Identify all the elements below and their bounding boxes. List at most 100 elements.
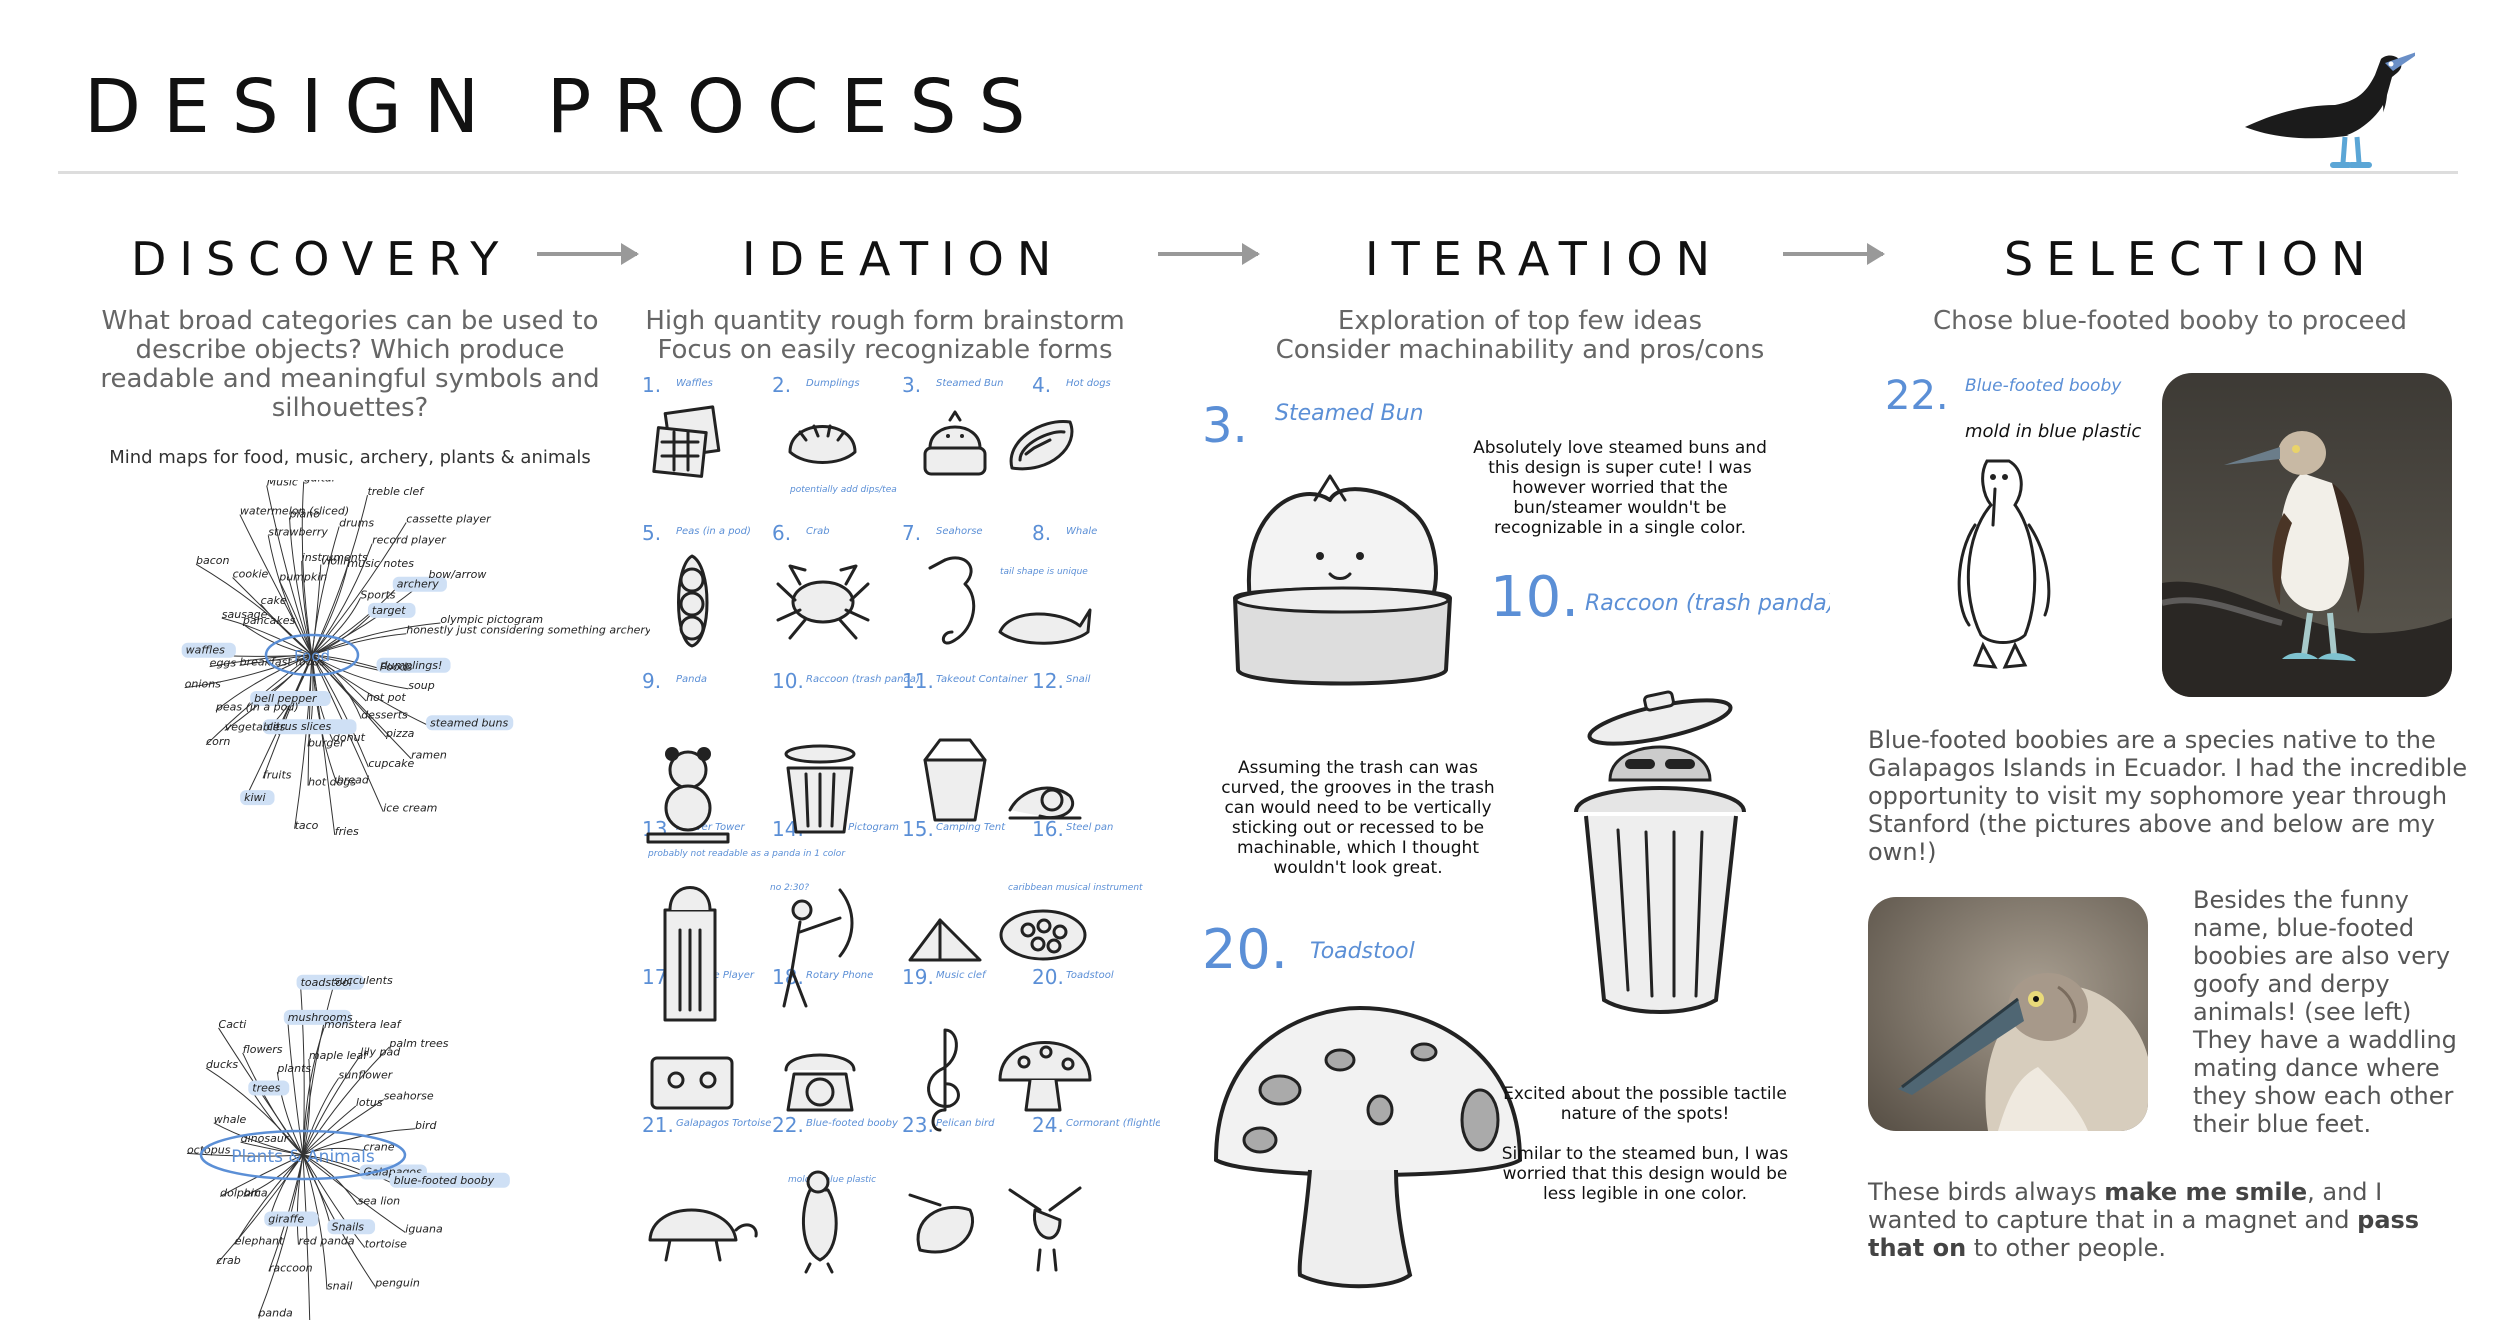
steamed-bun-large-sketch	[1232, 474, 1453, 686]
mind-map-highlight	[248, 1080, 290, 1096]
ideation-item-label: Toadstool	[1066, 970, 1114, 981]
discovery-subtitle-line: readable and meaningful symbols and	[100, 364, 600, 394]
mind-map-connector	[311, 654, 369, 768]
dumpling-sketch	[788, 424, 857, 464]
mind-map-word: ice cream	[383, 802, 437, 815]
ideation-item-number: 20.	[1032, 965, 1064, 989]
discovery-subtitle-line: describe objects? Which produce	[135, 335, 565, 365]
mind-map-word: cake	[261, 594, 287, 607]
mind-map-connector	[302, 1154, 311, 1320]
mind-map-connector	[184, 654, 313, 689]
mind-map-highlight	[283, 1009, 352, 1025]
mind-map-word: record player	[372, 534, 447, 547]
mind-map-word: mushrooms	[288, 1011, 353, 1024]
tortoise-sketch	[648, 1208, 758, 1262]
iteration-label-10: Raccoon (trash panda)	[1585, 591, 1830, 616]
mind-map-connector	[311, 654, 380, 672]
mind-map-connector	[302, 1077, 339, 1156]
mind-map-word: corn	[206, 735, 230, 748]
mind-map-highlight	[181, 642, 236, 658]
mind-map-word: music notes	[347, 557, 414, 570]
mind-map-highlight	[327, 1219, 376, 1235]
mind-map-word: citrus slices	[267, 720, 332, 733]
mind-map-word: giraffe	[268, 1212, 304, 1225]
mind-map-word: taco	[295, 819, 319, 832]
mind-map-connector	[302, 1154, 406, 1233]
mind-map-word: guitar	[304, 480, 338, 485]
iteration-number-20: 20.	[1202, 918, 1288, 981]
mind-map-word: penguin	[374, 1277, 420, 1290]
booby-photo-closeup	[1868, 897, 2148, 1131]
ideation-item-number: 12.	[1032, 669, 1064, 693]
arrow-3	[1783, 243, 1885, 265]
toadstool-large-sketch	[1213, 1005, 1523, 1289]
mind-map-word: pumpkin	[278, 570, 327, 583]
peas-sketch	[677, 554, 709, 648]
discovery-caption: Mind maps for food, music, archery, plan…	[109, 447, 591, 468]
paragraph3-text: These birds always	[1868, 1178, 2105, 1206]
discovery-subtitle-line: What broad categories can be used to	[101, 306, 599, 336]
mind-map-connector	[302, 1046, 390, 1156]
discovery-subtitle: What broad categories can be used to des…	[60, 307, 640, 423]
ideation-item-number: 15.	[902, 817, 934, 841]
mind-map-word: bird	[415, 1119, 438, 1132]
mind-map-connector	[302, 1027, 325, 1156]
mind-map-word: hot dogs	[308, 776, 356, 789]
mind-map-word: instruments	[302, 551, 368, 564]
mind-map-connector	[257, 1154, 304, 1317]
paragraph3-emphasis: make me smile	[2104, 1178, 2308, 1206]
cassette-sketch	[650, 1056, 734, 1110]
ideation-item-number: 22.	[772, 1113, 804, 1137]
selection-paragraph-2: Besides the funny name, blue-footed boob…	[2193, 886, 2457, 1138]
mind-map-word: bread	[337, 773, 370, 786]
mind-map-connector	[311, 654, 412, 760]
iteration-note-steamed-bun: Absolutely love steamed buns and this de…	[1473, 438, 1767, 538]
ideation-item-number: 9.	[642, 669, 661, 693]
mind-map-connector	[311, 543, 373, 656]
ideation-item-label: Steel pan	[1066, 822, 1113, 833]
mind-map-word: sausage	[222, 608, 268, 621]
mind-map-highlight	[367, 602, 416, 618]
mind-map-highlight	[389, 1172, 510, 1188]
mind-map-word: pizza	[385, 727, 415, 740]
heading-iteration: ITERATION	[1365, 232, 1724, 286]
mind-map-word: flowers	[243, 1043, 283, 1056]
mind-map-word: dumplings!	[381, 659, 443, 672]
mind-map-connector	[311, 526, 340, 656]
arrow-1	[537, 243, 639, 265]
takeout-sketch	[923, 738, 987, 822]
ideation-note: no 2:30?	[770, 883, 809, 893]
mind-map-word: bacon	[196, 554, 230, 567]
map2-center-label: Plants & Animals	[231, 1147, 375, 1167]
iteration-label-3: Steamed Bun	[1275, 401, 1424, 426]
mind-map-connector	[287, 1020, 304, 1156]
cormorant-sketch	[1008, 1186, 1082, 1272]
page-title: DESIGN PROCESS	[84, 64, 1048, 150]
ideation-item-label: Rotary Phone	[806, 970, 873, 981]
mind-map-connector	[302, 1128, 416, 1156]
archery-sketch	[782, 888, 854, 1008]
ideation-item-label: Galapagos Tortoise	[676, 1118, 771, 1129]
ideation-note: potentially add dips/tea	[789, 485, 897, 495]
ideation-item-number: 23.	[902, 1113, 934, 1137]
mind-map-word: drums	[339, 516, 374, 529]
hot-dog-sketch	[1009, 420, 1074, 471]
mind-map-connector	[311, 654, 409, 690]
iteration-note-raccoon: Assuming the trash can was curved, the g…	[1221, 758, 1495, 878]
ideation-item-number: 24.	[1032, 1113, 1064, 1137]
ideation-item-number: 3.	[902, 373, 921, 397]
ideation-item-label: Hot dogs	[1066, 378, 1111, 389]
mind-map-word: orca	[244, 1186, 268, 1199]
mind-map-word: bell pepper	[254, 692, 318, 705]
mind-map-word: maple leaf	[309, 1049, 369, 1062]
ideation-item-label: Dumplings	[806, 378, 860, 389]
mind-map-word: Sports	[360, 588, 396, 601]
booby-sketch	[801, 1170, 838, 1274]
mind-map-connector	[311, 522, 407, 656]
ideation-item-label: Peas (in a pod)	[676, 526, 751, 537]
trash-panda-sketch	[784, 744, 856, 834]
mind-map-connector	[234, 1154, 304, 1245]
mind-map-connector	[266, 485, 313, 656]
